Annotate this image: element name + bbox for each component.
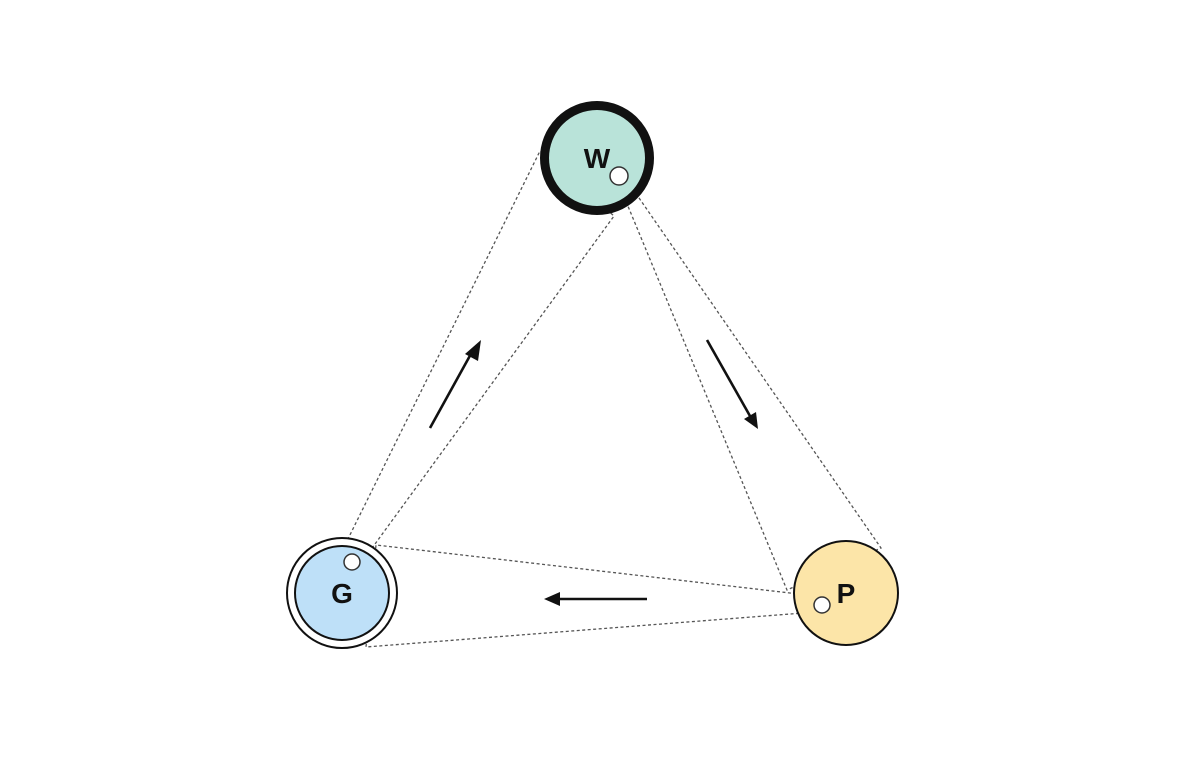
arrow-w-to-p: [705, 339, 758, 429]
pin-w: [609, 166, 629, 186]
node-g[interactable]: G: [286, 537, 398, 649]
node-p-label: P: [837, 578, 856, 609]
pin-p: [813, 596, 831, 614]
connector-p-to-g: [365, 544, 817, 648]
node-g-circle: [294, 545, 390, 641]
node-p-circle: [793, 540, 899, 646]
pin-g: [343, 553, 361, 571]
node-p[interactable]: P: [793, 540, 899, 646]
node-g-label: G: [331, 578, 353, 609]
node-w[interactable]: W: [540, 101, 654, 215]
connector-w-to-p: [612, 169, 882, 591]
node-w-label: W: [584, 143, 611, 174]
arrow-p-to-g: [544, 592, 647, 606]
arrow-g-to-w: [428, 340, 481, 429]
